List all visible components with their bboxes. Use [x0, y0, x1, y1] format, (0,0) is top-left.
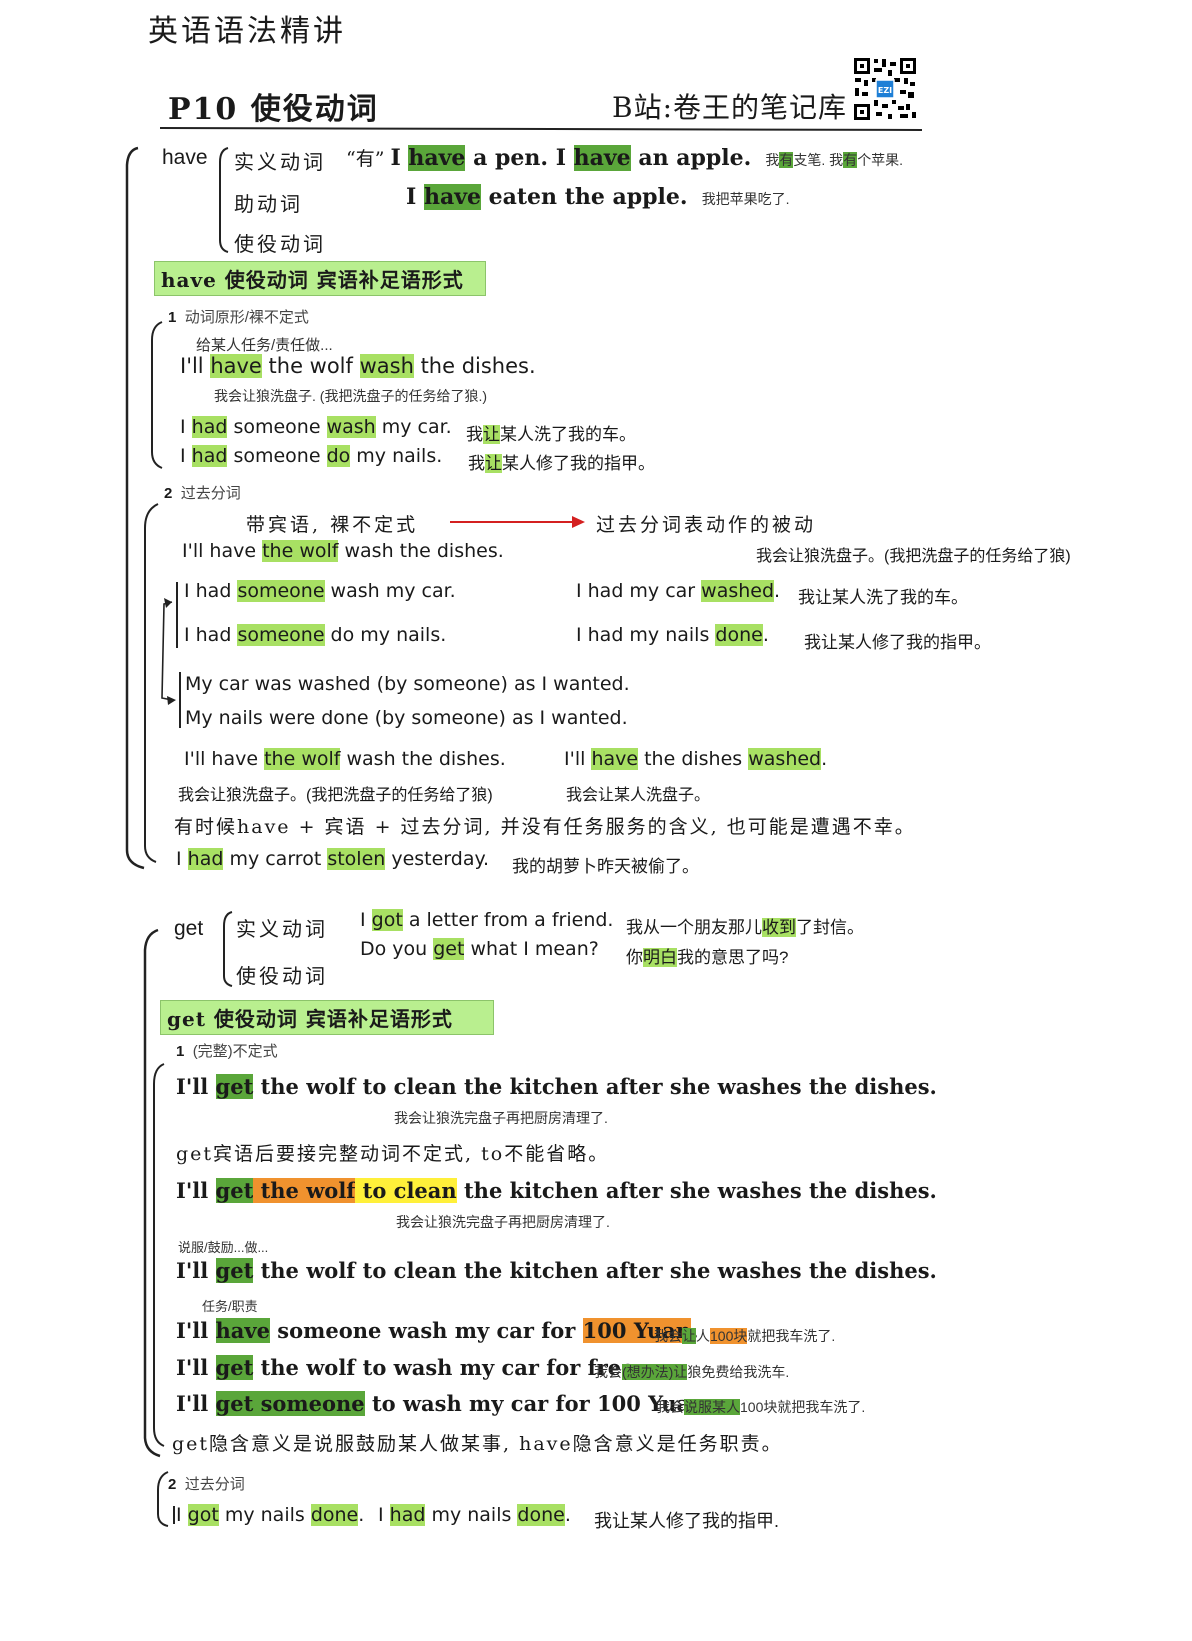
get-s2-brace [157, 1471, 169, 1527]
link-arrow [161, 601, 173, 701]
qr-code: EZI [852, 56, 918, 122]
have-s2-label: 2 过去分词 [164, 485, 241, 502]
have-s2-compare-left-cn: 我会让狼洗盘子。(我把洗盘子的任务给了狼) [178, 787, 493, 804]
get-section-title: get 使役动词 宾语补足语形式 [160, 1000, 494, 1035]
have-s2-left-note: 带宾语, 裸不定式 [246, 514, 419, 536]
have-s1-nails-cn: 我让某人修了我的指甲。 [468, 454, 655, 473]
have-s1-example-cn: 我会让狼洗盘子. (我把洗盘子的任务给了狼.) [214, 388, 487, 404]
lesson-title: P10 使役动词 [168, 92, 379, 127]
have-s2-car-cn: 我让某人洗了我的车。 [798, 588, 968, 607]
bilibili-channel: B站:卷王的笔记库 [612, 91, 848, 124]
have-s1-car: I had someone wash my car. [180, 416, 452, 438]
get-s1-example-5-cn: 我会(想办法)让狼免费给我洗车. [594, 1364, 790, 1380]
have-s1-note: 给某人任务/责任做... [196, 337, 333, 354]
have-s1-example: I'll have the wolf wash the dishes. [180, 354, 536, 378]
have-kind-3: 使役动词 [234, 232, 326, 256]
get-s1-example-4: I'll have someone wash my car for 100 Yu… [176, 1318, 698, 1343]
decorations [125, 127, 923, 1527]
get-s1-summary: get隐含意义是说服鼓励某人做某事, have隐含意义是任务职责。 [172, 1433, 783, 1455]
have-s2-example: I'll have the wolf wash the dishes. [182, 540, 504, 562]
have-s2-passive-1: My car was washed (by someone) as I want… [185, 673, 630, 695]
get-s1-example-6-cn: 我会说服某人100块就把我车洗了. [656, 1399, 866, 1415]
have-example-aux-cn: 我把苹果吃了. [701, 191, 790, 207]
have-s2-carrot-cn: 我的胡萝卜昨天被偷了。 [512, 857, 699, 876]
get-s1-rule: get宾语后要接完整动词不定式, to不能省略。 [176, 1143, 610, 1165]
have-heading: have [162, 146, 208, 169]
have-s2-carrot: I had my carrot stolen yesterday. [176, 848, 490, 870]
have-s1-brace [151, 321, 163, 469]
get-s1-example-6: I'll get someone to wash my car for 100 … [176, 1391, 713, 1416]
have-s2-note: 有时候have + 宾语 + 过去分词, 并没有任务服务的含义, 也可能是遭遇不… [174, 816, 916, 838]
get-example-understand-cn: 你明白我的意思了吗? [626, 948, 789, 967]
get-s1-example-1: I'll get the wolf to clean the kitchen a… [176, 1074, 937, 1099]
have-s2-nails-cn: 我让某人修了我的指甲。 [804, 633, 991, 652]
have-s2-car-left: I had someone wash my car. [184, 580, 456, 602]
get-kind-1: 实义动词 [236, 917, 328, 941]
have-s2-nails-left: I had someone do my nails. [184, 624, 447, 646]
have-section-title: have 使役动词 宾语补足语形式 [154, 261, 486, 296]
have-example-possess: “有”I have a pen. I have an apple. 我有支笔. … [346, 145, 904, 171]
have-kind-1: 实义动词 [234, 150, 326, 174]
red-arrow-head [572, 516, 585, 528]
have-kind-2: 助动词 [234, 192, 303, 216]
get-s2-label: 2 过去分词 [168, 1476, 245, 1493]
have-s2-car-right: I had my car washed. [576, 580, 781, 602]
have-s1-nails: I had someone do my nails. [180, 445, 443, 467]
have-s2-compare-left: I'll have the wolf wash the dishes. [184, 748, 506, 770]
header-rule [159, 127, 923, 131]
get-s1-duty-note: 任务/职责 [202, 1299, 258, 1314]
hl-have: have [573, 145, 631, 171]
get-s2-example-got: I got my nails done. [176, 1504, 365, 1526]
get-s2-cn: 我让某人修了我的指甲. [594, 1511, 779, 1531]
get-example-receive: I got a letter from a friend. [360, 909, 614, 931]
have-s2-passive-2: My nails were done (by someone) as I wan… [185, 707, 628, 729]
get-s1-example-3: I'll get the wolf to clean the kitchen a… [176, 1258, 937, 1283]
have-s2-compare-right-cn: 我会让某人洗盘子。 [566, 787, 711, 804]
get-example-understand: Do you get what I mean? [360, 938, 599, 960]
have-kinds-brace [219, 147, 229, 253]
have-s1-label: 1 动词原形/裸不定式 [168, 309, 309, 326]
hl-have: have [423, 184, 481, 210]
have-s2-nails-right: I had my nails done. [576, 624, 769, 646]
get-kind-2: 使役动词 [236, 964, 328, 988]
hl-have: have [408, 145, 466, 171]
document-title: 英语语法精讲 [148, 14, 346, 49]
get-outer-bracket [143, 928, 161, 1458]
quote-have: “有” [346, 148, 385, 170]
get-s1-persuade-note: 说服/鼓励...做... [178, 1240, 269, 1255]
have-s2-brace [144, 503, 159, 863]
get-s1-label: 1 (完整)不定式 [176, 1043, 278, 1060]
have-outer-bracket [125, 146, 145, 870]
get-heading: get [174, 917, 204, 940]
have-s2-compare-right: I'll have the dishes washed. [564, 748, 828, 770]
get-s2-example-had: I had my nails done. [378, 1504, 571, 1526]
get-s1-example-5: I'll get the wolf to wash my car for fre… [176, 1355, 642, 1380]
get-kinds-brace [223, 911, 233, 987]
get-s1-example-2: I'll get the wolf to clean the kitchen a… [176, 1178, 937, 1203]
get-s1-example-2-cn: 我会让狼洗完盘子再把厨房清理了. [396, 1214, 610, 1230]
have-s1-car-cn: 我让某人洗了我的车。 [466, 425, 636, 444]
get-example-receive-cn: 我从一个朋友那儿收到了封信。 [626, 918, 864, 937]
have-s2-example-cn: 我会让狼洗盘子。(我把洗盘子的任务给了狼) [756, 548, 1071, 565]
get-s1-brace [153, 1063, 165, 1447]
get-s1-example-4-cn: 我会让人100块就把我车洗了. [654, 1328, 836, 1344]
have-example-aux: I have eaten the apple. 我把苹果吃了. [406, 184, 790, 210]
qr-badge-text: EZI [878, 86, 892, 95]
have-s2-right-note: 过去分词表动作的被动 [596, 514, 817, 536]
get-s1-example-1-cn: 我会让狼洗完盘子再把厨房清理了. [394, 1110, 608, 1126]
have-example-possess-cn: 我有支笔. 我有个苹果. [765, 152, 904, 168]
